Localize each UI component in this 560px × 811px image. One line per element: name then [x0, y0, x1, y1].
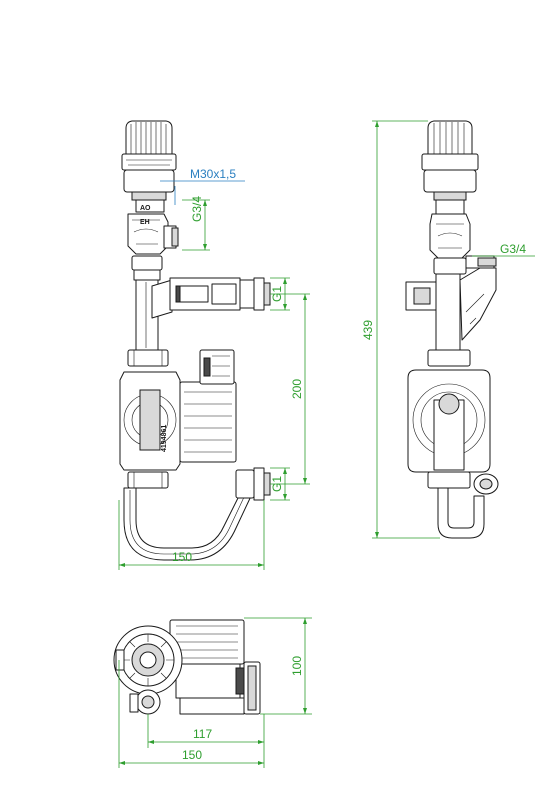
front-dimensions: M30x1,5 G3/4 G1 200 G1	[118, 167, 310, 570]
side-439-label: 439	[361, 320, 375, 340]
pump-marking: 4194861	[161, 425, 168, 452]
front-circulator-pump: 4194861	[119, 349, 237, 471]
svg-text:AO: AO	[140, 205, 151, 212]
front-g34-label: G3/4	[190, 196, 204, 222]
top-150-label: 150	[182, 748, 202, 762]
side-view	[405, 120, 499, 539]
side-pump	[407, 349, 491, 489]
front-lower-connection	[235, 467, 271, 501]
top-connections	[129, 661, 261, 715]
front-view: AO EH	[119, 120, 271, 561]
front-thermostat-head	[121, 120, 177, 201]
side-thermostat-head	[421, 120, 479, 201]
side-return-bend	[437, 473, 499, 539]
front-pump-upper-nut	[127, 349, 169, 367]
side-g34-label: G3/4	[500, 242, 526, 256]
front-150-label: 150	[172, 550, 192, 564]
top-dimensions: 100 117 150	[118, 617, 312, 768]
front-upper-connection	[169, 277, 271, 311]
top-100-label: 100	[290, 656, 304, 676]
top-pump-head	[113, 625, 183, 695]
front-200-label: 200	[290, 379, 304, 399]
side-valve-body	[429, 199, 497, 275]
side-dimensions: 439 G3/4	[361, 120, 535, 539]
thread-callout-m30: M30x1,5	[190, 167, 236, 181]
front-riser-pipe	[131, 255, 173, 351]
front-return-bend	[123, 487, 253, 561]
front-lower-g1-label: G1	[270, 476, 284, 492]
svg-text:EH: EH	[140, 219, 150, 226]
top-view	[113, 619, 261, 715]
front-pump-lower-nut	[127, 471, 169, 489]
front-valve-body: AO EH	[127, 199, 179, 255]
top-117-label: 117	[193, 727, 212, 741]
side-riser	[405, 267, 497, 351]
top-pump-motor	[169, 619, 245, 699]
